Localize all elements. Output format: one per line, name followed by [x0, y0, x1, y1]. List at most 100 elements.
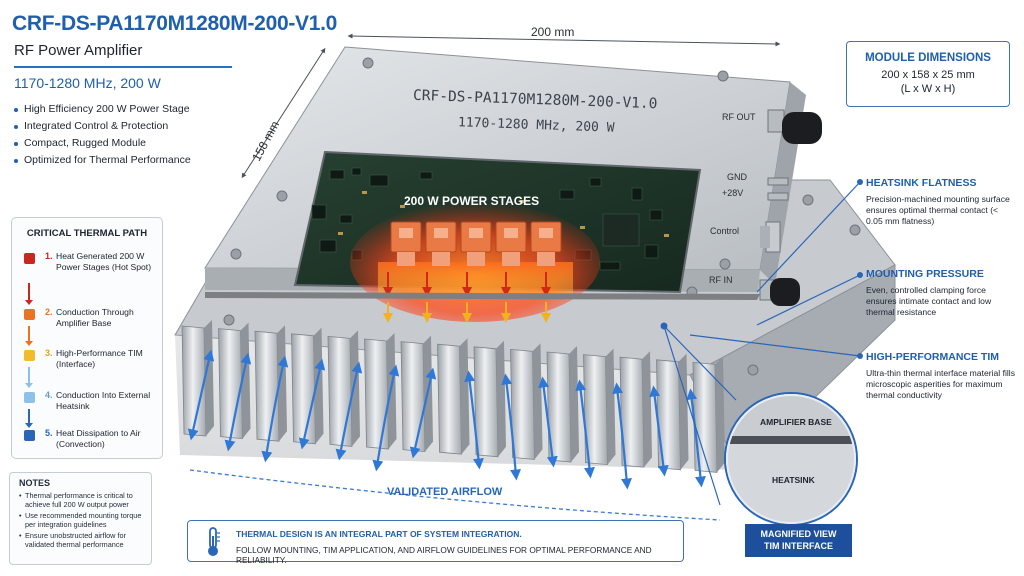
heatsink-fin [181, 325, 207, 437]
airflow-arrows [187, 349, 706, 490]
heatsink-fin [400, 341, 426, 453]
step-text: Heat Generated 200 W Power Stages (Hot S… [56, 251, 152, 272]
callout-title: HIGH-PERFORMANCE TIM [866, 351, 999, 363]
step-number: 3. [45, 348, 53, 358]
heatsink-fin [364, 338, 389, 450]
frequency-spec: 1170-1280 MHz, 200 W [14, 75, 161, 91]
pcb-components [311, 167, 663, 271]
step-number: 1. [45, 251, 53, 261]
callout-body: Precision-machined mounting surface ensu… [866, 194, 1010, 226]
heatsink-fin [254, 330, 280, 442]
feature-item: Integrated Control & Protection [14, 118, 191, 135]
tim-layer [205, 292, 760, 300]
integration-banner: THERMAL DESIGN IS AN INTEGRAL PART OF SY… [187, 520, 684, 565]
airflow-arrow [649, 385, 669, 477]
airflow-arrow [372, 364, 400, 472]
control-label: Control [710, 226, 740, 236]
product-title: CRF-DS-PA1170M1280M-200-V1.0 [12, 12, 338, 35]
power-transistors [390, 221, 562, 266]
airflow-arrow [501, 373, 521, 481]
step-text: Heat Dissipation to Air (Convection) [56, 428, 141, 449]
product-subtitle: RF Power Amplifier [14, 42, 143, 59]
heatsink-fin [291, 333, 316, 445]
step-color-marker [24, 430, 35, 441]
dimensions-value: 200 x 158 x 25 mm [881, 69, 975, 81]
step-arrow [25, 409, 33, 428]
step-text: Conduction Into External Heatsink [56, 390, 151, 411]
magnified-caption-line2: TIM INTERFACE [764, 541, 833, 551]
airflow-arrow [575, 379, 595, 479]
airflow-arrow [686, 388, 706, 488]
magnified-bottom-label: HEATSINK [772, 475, 815, 485]
magnified-view-circle [724, 392, 858, 526]
thermal-path-title: CRITICAL THERMAL PATH [26, 228, 148, 239]
dimensions-sub: (L x W x H) [900, 83, 956, 95]
step-color-marker [24, 253, 35, 264]
airflow-guide [189, 469, 721, 521]
callout-tim: HIGH-PERFORMANCE TIM Ultra-thin thermal … [866, 351, 1016, 401]
magnified-view-caption: MAGNIFIED VIEW TIM INTERFACE [745, 524, 852, 557]
gnd-label: GND [727, 172, 747, 182]
gold-pads [338, 191, 669, 237]
heatsink-fin [656, 359, 681, 471]
dc-terminals [767, 177, 789, 201]
rf-in-label: RF IN [709, 275, 733, 285]
callout-heatsink-flatness: HEATSINK FLATNESS Precision-machined mou… [866, 177, 1016, 227]
airflow-arrow [298, 358, 326, 450]
step-number: 5. [45, 428, 53, 438]
magnified-caption-line1: MAGNIFIED VIEW [760, 529, 837, 539]
notes-list: Thermal performance is critical to achie… [19, 491, 147, 551]
feature-item: Compact, Rugged Module [14, 135, 191, 152]
step-color-marker [24, 309, 35, 320]
callout-leaders [663, 181, 861, 506]
callout-title: HEATSINK FLATNESS [866, 177, 977, 189]
width-dimension-label: 200 mm [531, 25, 575, 39]
note-item: Thermal performance is critical to achie… [19, 491, 147, 509]
callout-title: MOUNTING PRESSURE [866, 268, 984, 280]
width-dimension-line [347, 33, 781, 47]
heatsink-fin [327, 335, 353, 447]
rf-out-label: RF OUT [722, 112, 756, 122]
conduction-arrows-yellow [383, 302, 551, 323]
banner-text: FOLLOW MOUNTING, TIM APPLICATION, AND AI… [236, 545, 652, 565]
screw-icons [223, 57, 861, 376]
banner-headline: THERMAL DESIGN IS AN INTEGRAL PART OF SY… [236, 529, 522, 539]
airflow-arrow [187, 349, 215, 441]
power-stages-label: 200 W POWER STAGES [404, 194, 540, 208]
heat-flow-band [378, 262, 573, 298]
callout-body: Even, controlled clamping force ensures … [866, 285, 992, 317]
heatsink-fin-side [678, 353, 689, 470]
airflow-label: VALIDATED AIRFLOW [387, 486, 503, 498]
airflow-arrow [464, 370, 484, 470]
airflow-arrow [224, 352, 252, 452]
feature-item: Optimized for Thermal Performance [14, 152, 191, 169]
callout-mounting-pressure: MOUNTING PRESSURE Even, controlled clamp… [866, 268, 1016, 318]
airflow-arrow [538, 376, 558, 468]
dimensions-title: MODULE DIMENSIONS [865, 52, 991, 64]
title-divider [14, 66, 232, 68]
airflow-arrow [612, 382, 632, 490]
heatsink-fin [437, 343, 462, 455]
step-number: 4. [45, 390, 53, 400]
step-color-marker [24, 350, 35, 361]
airflow-arrow [261, 355, 289, 463]
v28-label: +28V [722, 188, 744, 198]
thermometer-icon [208, 527, 220, 556]
thermal-path-panel: CRITICAL THERMAL PATH 1. Heat Generated … [11, 217, 163, 459]
feature-item: High Efficiency 200 W Power Stage [14, 101, 191, 118]
step-text: Conduction Through Amplifier Base [56, 307, 134, 328]
step-arrow [25, 367, 33, 388]
heatsink-fin [218, 328, 243, 440]
step-arrow [25, 283, 33, 305]
airflow-arrow [409, 367, 437, 459]
airflow-arrow [335, 361, 363, 461]
note-item: Ensure unobstructed airflow for validate… [19, 531, 147, 549]
rf-out-connector [767, 109, 822, 144]
step-arrow [25, 326, 33, 346]
module-dimensions-box: MODULE DIMENSIONS 200 x 158 x 25 mm (L x… [846, 41, 1010, 107]
depth-dimension-line [241, 47, 326, 179]
callout-body: Ultra-thin thermal interface material fi… [866, 368, 1016, 400]
conduction-arrows-red [383, 272, 551, 297]
step-color-marker [24, 392, 35, 403]
